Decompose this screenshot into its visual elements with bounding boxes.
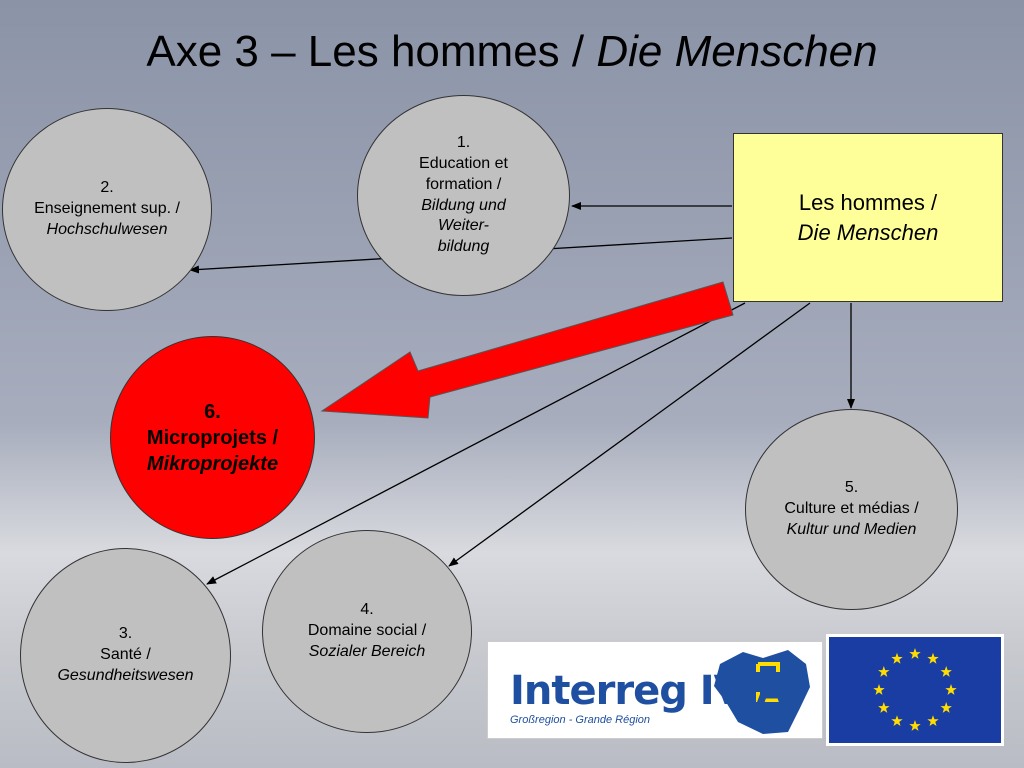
- greater-region-map-icon: [714, 650, 810, 734]
- eu-star: [873, 684, 885, 695]
- title-italic: Die Menschen: [596, 27, 878, 76]
- eu-star: [909, 648, 921, 659]
- slide-title: Axe 3 – Les hommes / Die Menschen: [0, 27, 1024, 76]
- node-2-de: Hochschulwesen: [46, 220, 168, 238]
- node-1-number: 1.: [456, 134, 471, 152]
- node-2-enseignement: 2. Enseignement sup. / Hochschulwesen: [2, 108, 212, 311]
- node-5-number: 5.: [844, 479, 859, 497]
- node-4-number: 4.: [360, 601, 374, 619]
- node-2-fr: Enseignement sup. /: [34, 200, 180, 218]
- eu-flag-icon: [873, 648, 957, 731]
- title-main: Axe 3 – Les hommes /: [146, 27, 597, 76]
- eu-star: [891, 715, 903, 726]
- eu-star: [891, 652, 903, 664]
- node-3-de: Gesundheitswesen: [57, 666, 194, 684]
- node-4-de: Sozialer Bereich: [308, 642, 426, 660]
- node-5-fr: Culture et médias /: [784, 500, 919, 518]
- node-4-domaine-social: 4. Domaine social / Sozialer Bereich: [262, 530, 472, 733]
- node-6-microprojets: 6. Microprojets / Mikroprojekte: [110, 336, 315, 539]
- node-3-fr: Santé /: [100, 646, 151, 664]
- eu-star: [945, 684, 957, 695]
- center-label-de: Die Menschen: [797, 219, 939, 245]
- node-5-culture: 5. Culture et médias / Kultur und Medien: [745, 409, 958, 610]
- node-4-fr: Domaine social /: [307, 622, 427, 640]
- node-6-de: Mikroprojekte: [146, 452, 279, 475]
- node-3-number: 3.: [118, 625, 133, 643]
- eu-star: [878, 666, 890, 677]
- node-5-de: Kultur und Medien: [786, 520, 917, 538]
- center-box-les-hommes: Les hommes / Die Menschen: [733, 133, 1003, 302]
- node-2-number: 2.: [100, 179, 114, 197]
- node-1-education: 1. Education et formation / Bildung und …: [357, 95, 570, 296]
- node-1-de-line2: Weiter-: [438, 217, 489, 235]
- node-6-number: 6.: [204, 400, 221, 423]
- interreg-logo: Interreg IV-A Großregion - Grande Région: [487, 641, 823, 739]
- node-1-de-line1: Bildung und: [421, 196, 506, 214]
- node-1-fr-line1: Education et: [419, 154, 508, 172]
- eu-star: [927, 652, 939, 664]
- interreg-subtitle: Großregion - Grande Région: [510, 714, 651, 726]
- node-1-fr-line2: formation /: [425, 175, 502, 193]
- arrow-to-node-3: [206, 302, 746, 585]
- center-label-fr: Les hommes /: [798, 189, 938, 215]
- interreg-wordmark: Interreg IV-A: [510, 668, 787, 714]
- arrow-to-node-4: [448, 302, 811, 567]
- node-3-sante: 3. Santé / Gesundheitswesen: [20, 548, 231, 763]
- eu-star: [940, 702, 952, 713]
- eu-star: [878, 702, 890, 713]
- eu-star: [927, 715, 939, 726]
- node-6-fr: Microprojets /: [146, 426, 279, 449]
- eu-flag-logo: [826, 634, 1004, 746]
- node-1-de-line3: bildung: [437, 238, 490, 256]
- big-red-arrow: [320, 281, 734, 419]
- eu-star: [940, 666, 952, 677]
- eu-star: [909, 720, 921, 731]
